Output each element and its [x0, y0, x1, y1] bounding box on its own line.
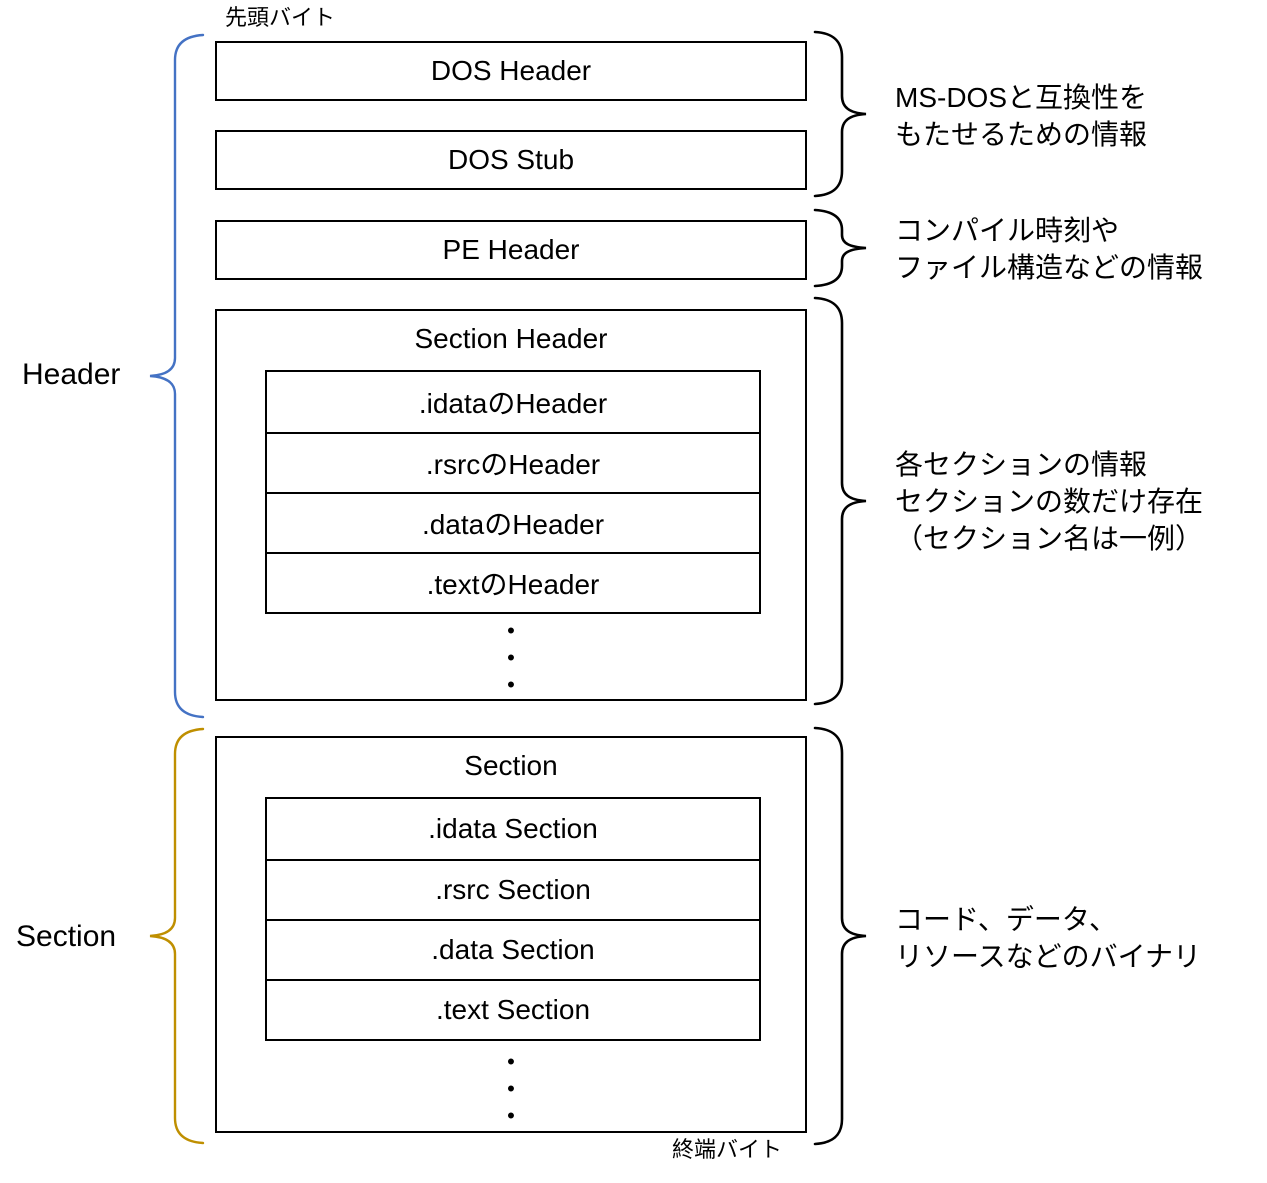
section-box-title: Section — [464, 750, 558, 781]
dos-annotation: MS-DOSと互換性を もたせるための情報 — [895, 79, 1147, 153]
dos-header-box: DOS Header — [215, 41, 807, 101]
last-byte-label: 終端バイト — [672, 1137, 783, 1162]
section-header-ellipsis: • • • — [507, 618, 515, 697]
section-header-box-title: Section Header — [414, 323, 608, 354]
section-ellipsis: • • • — [507, 1049, 515, 1128]
header-group-brace — [149, 33, 205, 719]
section-row-text: .text Section — [267, 979, 759, 1039]
first-byte-label: 先頭バイト — [225, 5, 336, 30]
section-box: Section .idata Section .rsrc Section .da… — [215, 736, 807, 1133]
dos-header-box-label: DOS Header — [430, 55, 592, 86]
section-row-data: .data Section — [267, 919, 759, 979]
section-header-annotation-line1: 各セクションの情報 — [895, 449, 1148, 480]
pe-callout-brace — [813, 208, 867, 288]
header-group-label: Header — [22, 358, 121, 391]
section-header-row-idata: .idataのHeader — [418, 388, 608, 419]
section-annotation-line1: コード、データ、 — [895, 904, 1118, 935]
section-header-row-data: .dataのHeader — [267, 492, 759, 552]
section-header-annotation: 各セクションの情報 セクションの数だけ存在 （セクション名は一例） — [895, 446, 1203, 557]
section-annotation: コード、データ、 リソースなどのバイナリ — [895, 901, 1201, 975]
section-header-callout-brace — [813, 296, 867, 706]
section-row-idata: .idata Section — [428, 813, 598, 844]
section-header-annotation-line3: （セクション名は一例） — [895, 523, 1204, 554]
dos-annotation-line2: もたせるための情報 — [895, 119, 1148, 150]
section-callout-brace — [813, 726, 867, 1146]
section-annotation-line2: リソースなどのバイナリ — [895, 941, 1202, 972]
pe-header-box-label: PE Header — [442, 234, 580, 265]
pe-annotation-line2: ファイル構造などの情報 — [895, 252, 1204, 283]
section-header-row-rsrc: .rsrcのHeader — [267, 432, 759, 492]
section-group-label: Section — [16, 920, 117, 953]
section-header-annotation-line2: セクションの数だけ存在 — [895, 486, 1204, 517]
section-header-box: Section Header .idataのHeader .rsrcのHeade… — [215, 309, 807, 701]
dos-annotation-line1: MS-DOSと互換性を — [895, 82, 1148, 113]
dos-stub-box-label: DOS Stub — [447, 144, 575, 175]
section-header-rows: .idataのHeader .rsrcのHeader .dataのHeader … — [265, 370, 761, 614]
section-rows: .idata Section .rsrc Section .data Secti… — [265, 797, 761, 1041]
dos-callout-brace — [813, 30, 867, 198]
section-group-brace — [149, 727, 205, 1145]
pe-annotation: コンパイル時刻や ファイル構造などの情報 — [895, 212, 1203, 286]
pe-annotation-line1: コンパイル時刻や — [895, 215, 1120, 246]
dos-stub-box: DOS Stub — [215, 130, 807, 190]
pe-header-box: PE Header — [215, 220, 807, 280]
section-row-rsrc: .rsrc Section — [267, 859, 759, 919]
section-header-row-text: .textのHeader — [267, 552, 759, 612]
